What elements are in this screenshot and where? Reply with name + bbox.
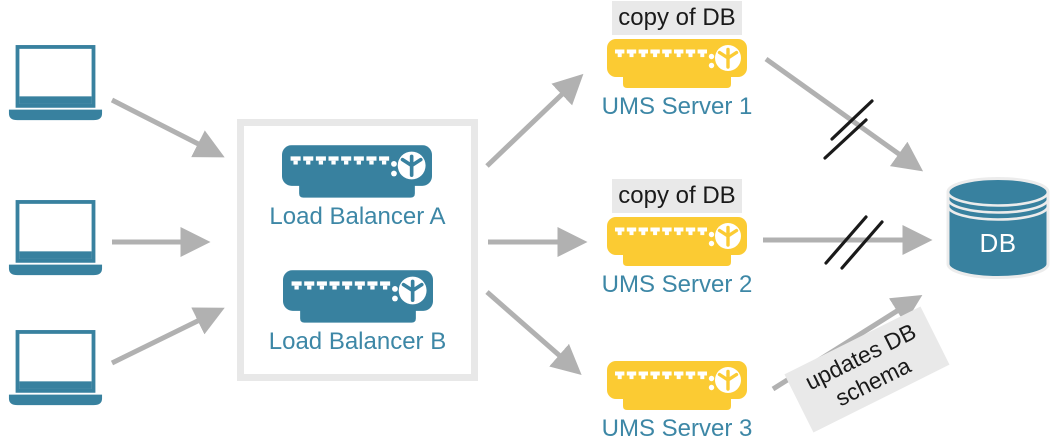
broken-link-icon [824,215,884,270]
load-balancer-a-label: Load Balancer A [269,203,446,230]
copy-of-db-badge: copy of DB [612,179,742,213]
node-ums-server-3: UMS Server 3 [602,361,752,442]
ums-server-1-label: UMS Server 1 [601,93,753,120]
node-ums-server-2: copy of DB UMS Server 2 [602,179,752,298]
arrow-balancers-to-ums1 [485,73,584,168]
arrow-client1-to-balancers [110,97,225,158]
broken-link-icon [823,99,874,160]
arrow-ums1-to-db [764,56,924,172]
ums-server-icon [607,361,747,413]
load-balancer-b-label: Load Balancer B [268,328,447,356]
ums-server-3-label: UMS Server 3 [601,415,753,442]
ums-server-2-label: UMS Server 2 [601,271,753,298]
load-balancer-server-icon [282,145,432,201]
ums-server-icon [607,39,747,91]
node-load-balancer-a: Load Balancer A [269,145,446,230]
ums-server-icon [607,217,747,269]
node-ums-server-1: copy of DB UMS Server 1 [602,1,752,120]
arrow-client3-to-balancers [110,307,225,366]
node-load-balancer-b: Load Balancer B [269,270,446,355]
arrow-balancers-to-ums3 [485,290,582,375]
database-label: DB [979,228,1017,258]
client-laptop-icon-3 [8,330,103,408]
load-balancer-group-box: Load Balancer A Load Balancer B [237,119,478,381]
client-laptop-icon-1 [8,45,103,123]
client-laptop-icon-2 [8,200,103,278]
copy-of-db-badge: copy of DB [612,1,742,35]
load-balancer-server-icon [283,270,433,326]
